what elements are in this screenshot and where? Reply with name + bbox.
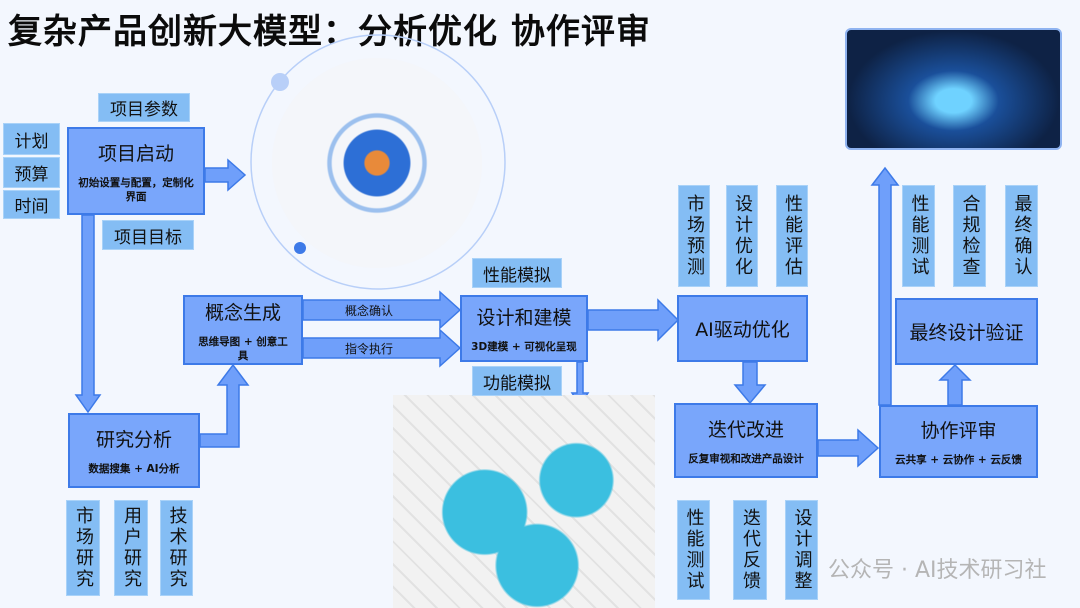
tag-perf-test: 性能测试 <box>677 500 710 600</box>
meeting-room-image <box>845 28 1062 150</box>
node-subtitle: 反复审视和改进产品设计 <box>688 453 804 465</box>
arrow-research-to-concept <box>199 363 250 448</box>
arrow-start-to-research <box>74 214 102 414</box>
arrow-command-exec <box>302 328 462 368</box>
node-subtitle: 云共享 + 云协作 + 云反馈 <box>895 454 1022 466</box>
arrow-start-to-image <box>204 158 247 192</box>
tag-market-research: 市场研究 <box>66 500 100 596</box>
node-title: 概念生成 <box>204 301 281 324</box>
tag-project-goals: 项目目标 <box>102 220 194 250</box>
node-title: 最终设计验证 <box>909 322 1024 344</box>
node-subtitle: 思维导图 + 创意工具 <box>198 335 288 362</box>
tag-design-opt: 设计优化 <box>726 185 758 287</box>
node-collab-review: 协作评审 云共享 + 云协作 + 云反馈 <box>879 405 1038 478</box>
tag-tech-research: 技术研究 <box>160 500 193 596</box>
tag-final-confirm: 最终确认 <box>1005 185 1038 287</box>
design-modeling-image <box>393 395 655 608</box>
node-title: AI驱动优化 <box>695 319 790 341</box>
node-concept: 概念生成 思维导图 + 创意工具 <box>183 295 303 365</box>
node-title: 协作评审 <box>920 420 997 442</box>
node-final-verification: 最终设计验证 <box>895 298 1038 365</box>
watermark: 公众号 · AI技术研习社 <box>828 558 1047 583</box>
tag-iter-feedback: 迭代反馈 <box>733 500 767 600</box>
node-project-start: 项目启动 初始设置与配置，定制化界面 <box>67 127 205 215</box>
tag-project-params: 项目参数 <box>98 93 190 122</box>
arrow-design-to-ai <box>587 298 680 342</box>
arrow-review-to-final <box>938 363 972 406</box>
tag-user-research: 用户研究 <box>114 500 148 596</box>
node-design-modeling: 设计和建模 3D建模 + 可视化呈现 <box>460 295 588 362</box>
tag-function-sim: 功能模拟 <box>472 366 562 396</box>
tag-time: 时间 <box>3 190 60 219</box>
arrow-label-concept-confirm: 概念确认 <box>344 304 393 318</box>
node-research: 研究分析 数据搜集 + AI分析 <box>68 413 200 488</box>
tag-design-adjust: 设计调整 <box>785 500 818 600</box>
tag-perf-test-final: 性能测试 <box>902 185 935 287</box>
node-iteration: 迭代改进 反复审视和改进产品设计 <box>674 403 818 478</box>
concept-mindmap-image <box>272 58 482 268</box>
node-title: 迭代改进 <box>707 419 784 441</box>
node-subtitle: 数据搜集 + AI分析 <box>88 463 180 475</box>
node-title: 项目启动 <box>97 142 174 165</box>
node-title: 设计和建模 <box>476 307 572 329</box>
node-title: 研究分析 <box>95 429 172 451</box>
tag-perf-eval: 性能评估 <box>776 185 808 287</box>
node-ai-optimization: AI驱动优化 <box>677 295 808 362</box>
tag-market-forecast: 市场预测 <box>678 185 710 287</box>
arrow-concept-confirm <box>302 290 462 330</box>
arrow-iterate-to-review <box>817 428 880 468</box>
node-subtitle: 初始设置与配置，定制化界面 <box>78 176 194 203</box>
node-subtitle: 3D建模 + 可视化呈现 <box>471 341 577 353</box>
tag-compliance: 合规检查 <box>953 185 986 287</box>
arrow-label-command-exec: 指令执行 <box>344 342 393 356</box>
arrow-ai-to-iterate <box>733 361 767 405</box>
tag-plan: 计划 <box>3 123 60 155</box>
tag-performance-sim: 性能模拟 <box>472 258 562 288</box>
tag-budget: 预算 <box>3 157 60 188</box>
arrow-review-up <box>870 166 900 406</box>
